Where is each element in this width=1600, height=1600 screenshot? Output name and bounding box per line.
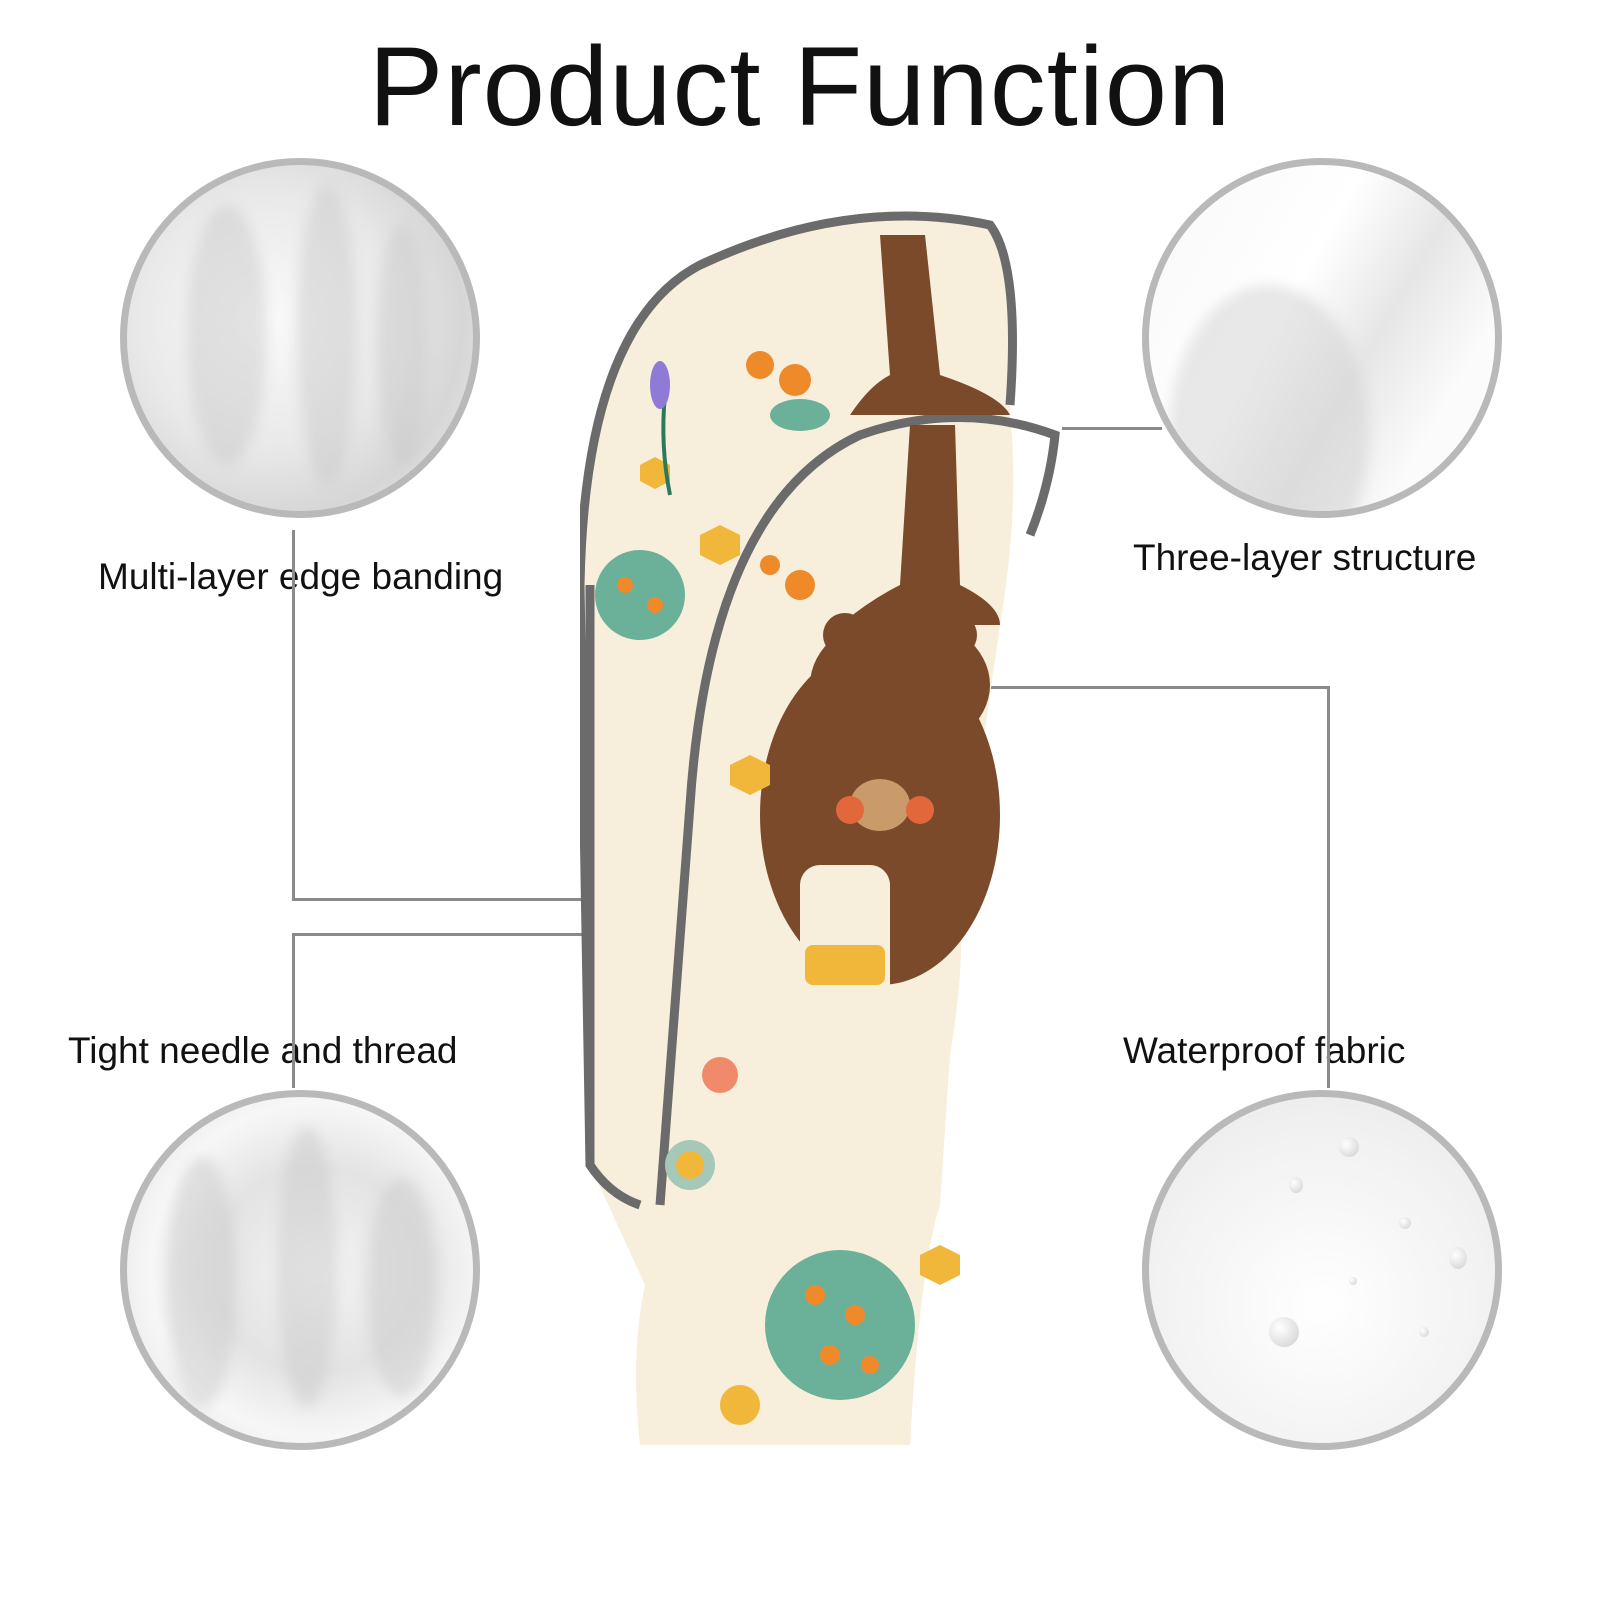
feature-label-three-layer: Three-layer structure <box>1133 537 1477 578</box>
detail-circle-needle-thread <box>120 1090 480 1450</box>
leader-line <box>1327 686 1330 1088</box>
headcover-product-image <box>580 211 1060 1445</box>
feature-label-needle-thread: Tight needle and thread <box>68 1030 458 1071</box>
bear-illustration <box>760 613 1000 1035</box>
leader-line <box>292 898 610 901</box>
tree-trunk-decoration <box>840 235 1010 625</box>
detail-circle-waterproof <box>1142 1090 1502 1450</box>
feature-label-edge-banding: Multi-layer edge banding <box>98 556 504 597</box>
leader-line <box>928 686 1330 689</box>
detail-circle-edge-banding <box>120 158 480 518</box>
leader-line <box>292 933 622 936</box>
floral-pattern-decoration <box>595 351 960 1425</box>
feature-label-waterproof: Waterproof fabric <box>1123 1030 1406 1071</box>
leader-line <box>1062 427 1162 430</box>
leader-line <box>292 933 295 1088</box>
detail-circle-three-layer <box>1142 158 1502 518</box>
leader-line <box>292 530 295 900</box>
page-title: Product Function <box>368 24 1232 149</box>
